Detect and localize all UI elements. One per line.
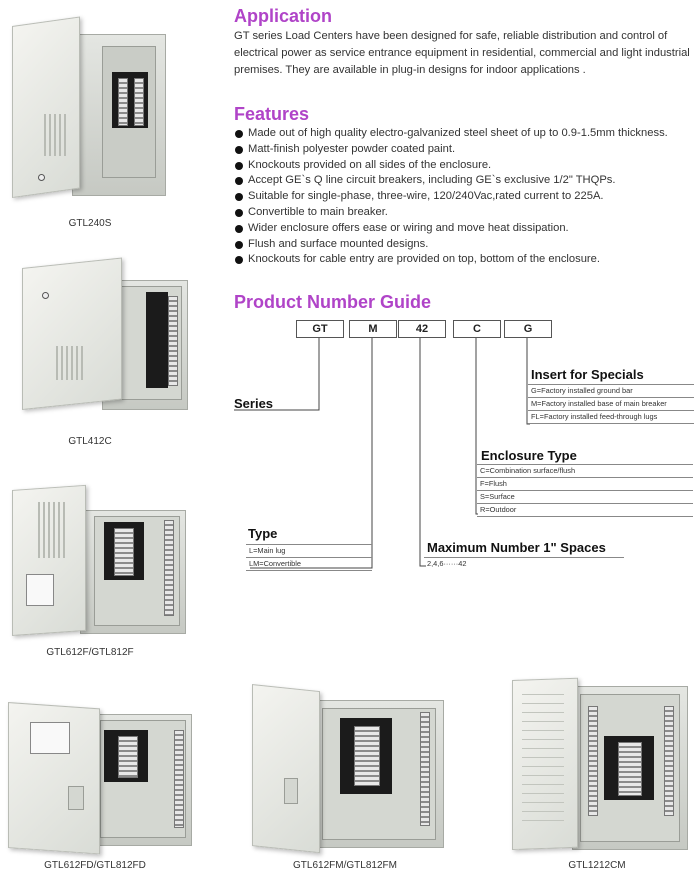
feature-item: Knockouts provided on all sides of the e…	[234, 158, 668, 174]
feature-item: Matt-finish polyester powder coated pain…	[234, 142, 668, 158]
feature-item: Convertible to main breaker.	[234, 205, 668, 221]
guide-box-series: GT	[296, 320, 344, 338]
product-caption: GTL1212CM	[568, 860, 626, 871]
insert-options: G=Factory installed ground bar M=Factory…	[528, 384, 694, 424]
product-image-gtl612f	[10, 484, 186, 638]
guide-box-max-spaces: 42	[398, 320, 446, 338]
features-list: Made out of high quality electro-galvani…	[234, 126, 668, 268]
insert-option: M=Factory installed base of main breaker	[528, 398, 694, 411]
feature-item: Suitable for single-phase, three-wire, 1…	[234, 189, 668, 205]
enclosure-title: Enclosure Type	[481, 448, 577, 463]
type-options: L=Main lug LM=Convertible	[246, 544, 372, 571]
application-heading: Application	[234, 6, 332, 26]
product-caption: GTL412C	[68, 436, 112, 447]
maximum-options: 2,4,6······42	[424, 557, 624, 570]
product-caption: GTL612FD/GTL812FD	[44, 860, 146, 871]
insert-option: G=Factory installed ground bar	[528, 385, 694, 398]
enclosure-option: C=Combination surface/flush	[477, 465, 693, 478]
maximum-title: Maximum Number 1" Spaces	[427, 540, 606, 555]
guide-box-insert: G	[504, 320, 552, 338]
product-image-gtl1212cm	[508, 676, 692, 852]
enclosure-options: C=Combination surface/flush F=Flush S=Su…	[477, 464, 693, 517]
feature-item: Flush and surface mounted designs.	[234, 237, 668, 253]
enclosure-option: S=Surface	[477, 491, 693, 504]
insert-title: Insert for Specials	[531, 367, 644, 382]
insert-option: FL=Factory installed feed-through lugs	[528, 411, 694, 424]
product-caption: GTL612FM/GTL812FM	[293, 860, 397, 871]
product-image-gtl612fm	[248, 682, 448, 854]
feature-item: Wider enclosure offers ease or wiring an…	[234, 221, 668, 237]
features-heading: Features	[234, 104, 310, 124]
guide-box-enclosure: C	[453, 320, 501, 338]
product-image-gtl412c	[20, 257, 190, 414]
type-option: L=Main lug	[246, 545, 372, 558]
enclosure-option: F=Flush	[477, 478, 693, 491]
product-image-gtl612fd	[6, 700, 194, 855]
product-caption: GTL240S	[68, 218, 112, 229]
type-option: LM=Convertible	[246, 558, 372, 571]
maximum-option: 2,4,6······42	[427, 559, 467, 568]
series-title: Series	[234, 396, 274, 411]
feature-item: Accept GE`s Q line circuit breakers, inc…	[234, 173, 668, 189]
application-text: GT series Load Centers have been designe…	[234, 30, 690, 76]
guide-box-type: M	[349, 320, 397, 338]
type-title: Type	[248, 526, 278, 541]
feature-item: Made out of high quality electro-galvani…	[234, 126, 668, 142]
feature-item: Knockouts for cable entry are provided o…	[234, 252, 668, 268]
product-image-gtl240s	[10, 16, 170, 200]
product-caption: GTL612F/GTL812F	[46, 647, 134, 658]
guide-heading: Product Number Guide	[234, 292, 432, 312]
enclosure-option: R=Outdoor	[477, 504, 693, 517]
